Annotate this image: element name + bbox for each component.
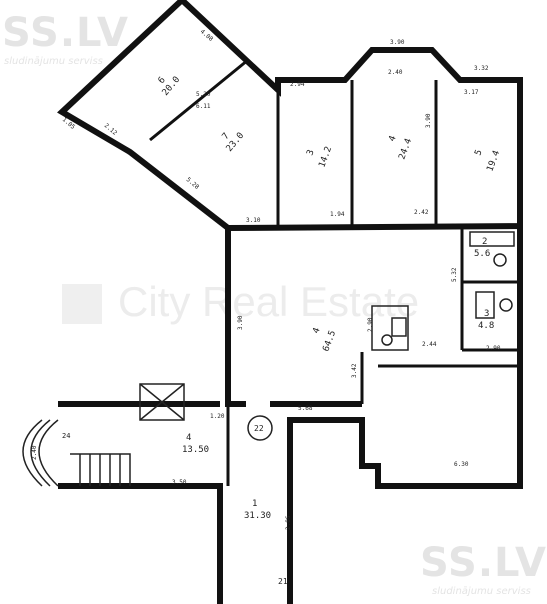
room-7-number: 7 [221, 131, 232, 142]
dim-7: 3.32 [474, 65, 489, 72]
room-4-area: 24.4 [397, 137, 414, 161]
dim-15: 5.32 [451, 267, 458, 282]
watermark-logo-top: SS.LV [2, 10, 129, 56]
stair-hall-area: 13.50 [182, 445, 209, 455]
dim-1: 5.20 [196, 91, 211, 98]
dim-14: 2.44 [422, 341, 437, 348]
dim-21: 2.86 [285, 515, 292, 530]
dim-25: 2.40 [31, 445, 38, 460]
entrance-area: 31.30 [244, 511, 271, 521]
watermark-tagline-bottom: sludinājumu serviss [432, 586, 531, 597]
dim-20: 3.50 [172, 479, 187, 486]
dim-24: 1.20 [210, 413, 225, 420]
column-tag: 22 [254, 424, 264, 433]
room-5-number: 5 [473, 149, 484, 158]
room-4-number: 4 [387, 135, 398, 144]
dim-17: 3.42 [351, 363, 358, 378]
room-6-number: 6 [157, 75, 168, 86]
interior-walls [149, 58, 520, 486]
watermark-square [62, 284, 102, 324]
dim-3: 5.28 [185, 176, 201, 191]
bath-number: 3 [484, 309, 489, 319]
dim-18: 5.68 [298, 405, 313, 412]
stair-hall-number: 4 [186, 433, 191, 443]
room-5-area: 19.4 [485, 149, 502, 173]
dim-19: 6.30 [454, 461, 469, 468]
dim-13: 3.90 [237, 315, 244, 330]
dim-10: 3.10 [246, 217, 261, 224]
exterior-walls [57, 0, 523, 604]
dim-16: 2.90 [486, 345, 501, 352]
dim-6: 2.40 [388, 69, 403, 76]
dimension-labels: 4.08 5.20 6.11 5.28 3.90 2.94 2.40 3.32 … [31, 28, 501, 530]
dim-26: 2.90 [367, 317, 374, 332]
fixtures [22, 231, 515, 487]
wc-area: 5.6 [474, 249, 490, 259]
room-3-number: 3 [305, 149, 316, 158]
bath-area: 4.8 [478, 321, 494, 331]
dim-2: 6.11 [196, 103, 211, 110]
room-3-area: 14.2 [317, 145, 334, 169]
wc-number: 2 [482, 237, 487, 247]
room-6-area: 20.0 [161, 75, 183, 98]
dim-5: 2.94 [290, 81, 305, 88]
dim-4: 3.90 [390, 39, 405, 46]
room-7-area: 23.0 [225, 131, 247, 154]
hall-area: 64.5 [321, 329, 338, 353]
dim-12: 2.42 [414, 209, 429, 216]
dim-11: 1.94 [330, 211, 345, 218]
watermark-tagline-top: sludinājumu serviss [4, 56, 103, 67]
stair-tag: 24 [62, 432, 70, 440]
watermark-logo-bottom: SS.LV [420, 540, 547, 586]
hall-number: 4 [311, 327, 322, 336]
entrance-number: 1 [252, 499, 257, 509]
dim-9: 3.17 [464, 89, 479, 96]
door-tag: 21 [278, 577, 288, 586]
dim-8: 3.90 [425, 113, 432, 128]
watermark-city-real-estate: City Real Estate [118, 278, 420, 325]
